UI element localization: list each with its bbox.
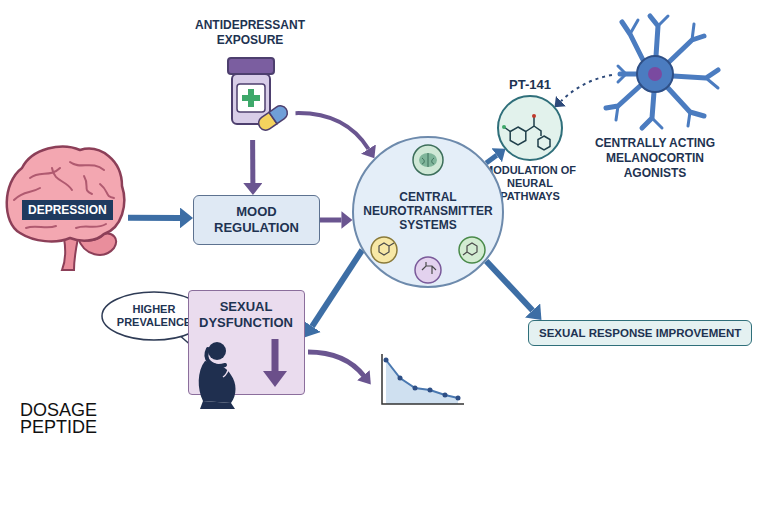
neuron-node: CENTRALLY ACTING MELANOCORTIN AGONISTS [580, 12, 730, 190]
connector-arrow [561, 75, 612, 101]
watermark: DOSAGEPEPTIDE [16, 400, 101, 438]
result-band: SEXUAL RESPONSE IMPROVEMENT [528, 320, 752, 346]
watermark-text: PEPTIDE [20, 419, 97, 436]
connector-arrow [296, 113, 369, 149]
node-text: CENTRALLY ACTING MELANOCORTIN AGONISTS [580, 136, 730, 181]
node-text: MOOD REGULATION [200, 204, 313, 236]
node-text: SEXUAL RESPONSE IMPROVEMENT [539, 326, 741, 340]
exposure-node: ANTIDEPRESSANT EXPOSURE [185, 18, 315, 140]
process-box: SEXUAL DYSFUNCTION [188, 290, 305, 395]
node-text: CENTRAL NEUROTRANSMITTER SYSTEMS [358, 190, 498, 232]
process-box: MOOD REGULATION [193, 195, 320, 245]
decline-chart [382, 354, 464, 404]
connector-arrow [486, 261, 532, 311]
connector-arrow [320, 218, 341, 223]
connector-arrow [250, 140, 255, 183]
connector-arrow [128, 215, 180, 221]
connector-arrow [486, 155, 496, 163]
node-text: PT-141 [482, 76, 578, 93]
leader-arrow [308, 352, 364, 376]
hub-node: CENTRAL NEUROTRANSMITTER SYSTEMS [352, 136, 504, 288]
watermark-text: DOSAGE [20, 402, 97, 419]
connector-arrow [312, 250, 362, 326]
node-text: SEXUAL DYSFUNCTION [189, 299, 303, 331]
node-text: HIGHER PREVALENCE [108, 303, 200, 329]
node-text: DEPRESSION [22, 200, 113, 220]
brain-node: DEPRESSION [0, 138, 128, 273]
node-text: ANTIDEPRESSANT EXPOSURE [185, 18, 315, 48]
